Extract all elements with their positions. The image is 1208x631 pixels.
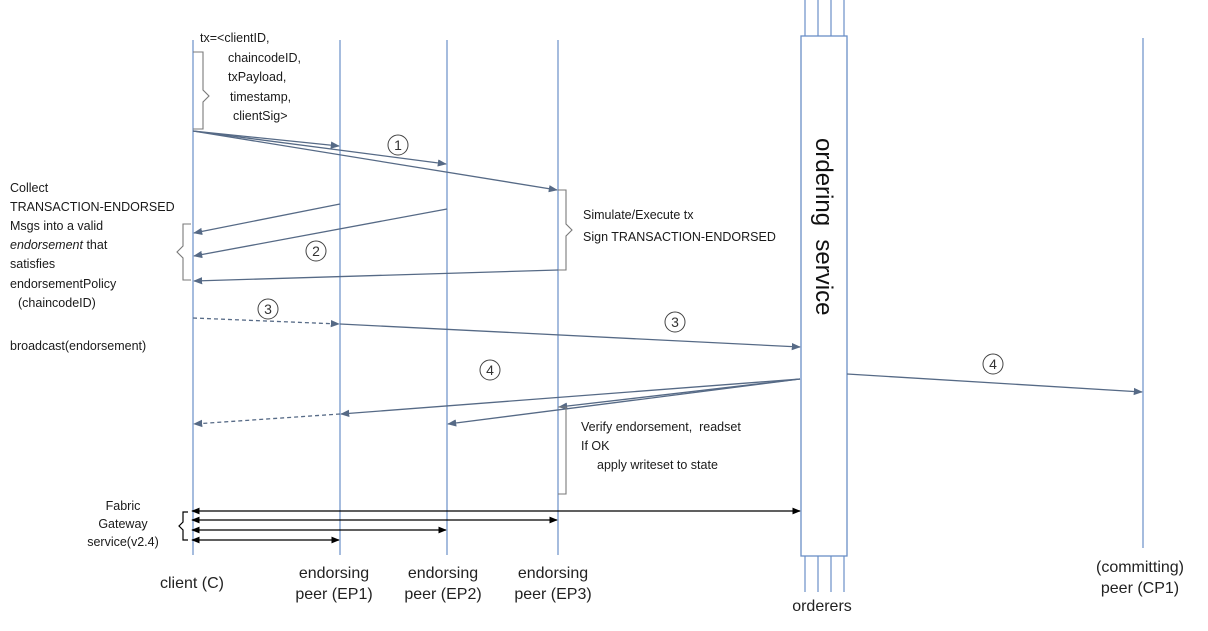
ep1-label-line-1: endorsing xyxy=(299,565,369,582)
ep2-label-line-1: endorsing xyxy=(408,565,478,582)
cp1-label-line-1: (committing) xyxy=(1096,559,1184,576)
collect-line-1: Collect xyxy=(10,181,49,195)
collect-line-3: Msgs into a valid xyxy=(10,219,103,233)
gateway-line-2: Gateway xyxy=(98,517,148,531)
simulate-brace xyxy=(558,189,573,271)
tx-field-chaincodeid: chaincodeID, xyxy=(228,51,301,65)
tx-label: tx=<clientID, xyxy=(200,31,269,45)
orderer-lifelines xyxy=(804,0,845,592)
gateway-brace xyxy=(178,511,188,541)
tx-field-txpayload: txPayload, xyxy=(228,70,286,84)
proposal-to-ep1-arrow xyxy=(192,130,340,149)
step-2-marker xyxy=(305,240,327,262)
collect-line-4-rest: that xyxy=(83,238,108,252)
ordering-service-box xyxy=(800,35,848,557)
collect-line-4: endorsement that xyxy=(10,238,108,252)
ep3-label-line-2: peer (EP3) xyxy=(514,586,591,603)
simulate-line-1: Simulate/Execute tx xyxy=(583,208,694,222)
broadcast-dashed-arrow xyxy=(192,317,340,328)
ep1-label-line-2: peer (EP1) xyxy=(295,586,372,603)
proposal-to-ep2-arrow xyxy=(192,130,447,167)
gateway-line-1: Fabric xyxy=(106,499,141,513)
step-3a-marker xyxy=(257,298,279,320)
verify-line-3: apply writeset to state xyxy=(597,458,718,472)
step-4b-number: 4 xyxy=(989,356,997,372)
gateway-line-3: service(v2.4) xyxy=(87,535,159,549)
deliver-to-ep3-arrow xyxy=(558,378,801,410)
step-3a-number: 3 xyxy=(264,301,272,317)
deliver-to-client-dashed-arrow xyxy=(193,413,341,428)
verify-line-2: If OK xyxy=(581,439,610,453)
endorsement-from-ep1-arrow xyxy=(193,203,341,235)
ordering-service-label: ordering service xyxy=(810,138,837,315)
step-3b-marker xyxy=(664,311,686,333)
collect-brace xyxy=(176,223,191,281)
ep3-label-line-1: endorsing xyxy=(518,565,588,582)
step-1-number: 1 xyxy=(394,137,402,153)
collect-line-2: TRANSACTION-ENDORSED xyxy=(10,200,175,214)
proposal-to-ep3-arrow xyxy=(192,130,558,193)
endorsement-from-ep2-arrow xyxy=(193,208,448,259)
tx-field-timestamp: timestamp, xyxy=(230,90,291,104)
tx-brace xyxy=(193,51,210,130)
broadcast-label: broadcast(endorsement) xyxy=(10,339,146,353)
collect-line-5: satisfies xyxy=(10,257,55,271)
verify-bracket xyxy=(558,406,567,495)
deliver-to-ep2-arrow xyxy=(447,378,801,427)
step-4b-marker xyxy=(982,353,1004,375)
cp1-label-line-2: peer (CP1) xyxy=(1101,580,1179,597)
step-1-marker xyxy=(387,134,409,156)
endorsement-term: endorsement xyxy=(10,238,83,252)
tx-field-clientsig: clientSig> xyxy=(233,109,288,123)
step-4a-number: 4 xyxy=(486,362,494,378)
orderers-label: orderers xyxy=(792,598,852,615)
endorsement-from-ep3-arrow xyxy=(193,269,559,285)
step-2-number: 2 xyxy=(312,243,320,259)
collect-line-6: endorsementPolicy xyxy=(10,277,117,291)
deliver-to-cp1-arrow xyxy=(846,373,1143,396)
step-4a-marker xyxy=(479,359,501,381)
simulate-line-2: Sign TRANSACTION-ENDORSED xyxy=(583,230,776,244)
collect-line-7: (chaincodeID) xyxy=(18,296,96,310)
ep2-label-line-2: peer (EP2) xyxy=(404,586,481,603)
step-3b-number: 3 xyxy=(671,314,679,330)
broadcast-to-orderer-arrow xyxy=(339,323,801,351)
client-label: client (C) xyxy=(160,575,224,592)
verify-line-1: Verify endorsement, readset xyxy=(581,420,741,434)
deliver-to-ep1-arrow xyxy=(340,378,801,418)
